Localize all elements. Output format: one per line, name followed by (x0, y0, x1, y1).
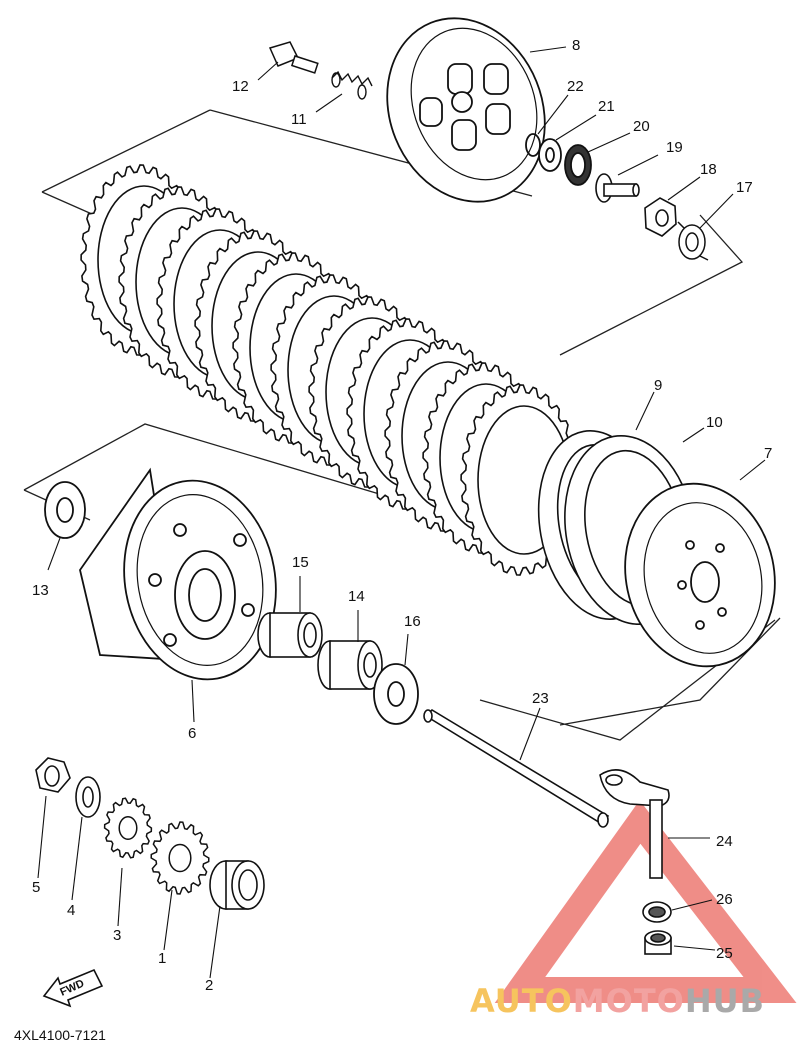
label-part-8: 8 (572, 37, 580, 54)
label-part-2: 2 (205, 977, 213, 994)
drawing-code: 4XL4100-7121 (14, 1027, 106, 1043)
clutch-plate-stack (80, 164, 580, 576)
part-1-gear (150, 821, 210, 895)
part-25-bearing (644, 930, 672, 955)
label-part-1: 1 (158, 950, 166, 967)
label-part-12: 12 (232, 78, 249, 95)
watermark-hub: HUB (685, 982, 765, 1020)
label-part-24: 24 (716, 833, 733, 850)
label-part-19: 19 (666, 139, 683, 156)
label-part-21: 21 (598, 98, 615, 115)
part-4-washer (75, 776, 101, 818)
label-part-5: 5 (32, 879, 40, 896)
label-part-26: 26 (716, 891, 733, 908)
label-part-6: 6 (188, 725, 196, 742)
fwd-arrow-icon: FWD (42, 968, 104, 1008)
part-6-clutch-housing (79, 467, 277, 681)
part-8-pressure-plate (386, 17, 546, 203)
label-part-10: 10 (706, 414, 723, 431)
label-part-18: 18 (700, 161, 717, 178)
part-26-oil-seal (642, 901, 672, 923)
label-part-4: 4 (67, 902, 75, 919)
part-3-gear (103, 797, 153, 859)
part-23-push-rod (423, 708, 610, 828)
part-22-circlip (525, 133, 541, 157)
part-21-washer (538, 138, 562, 172)
part-15-needle-bearing (257, 612, 323, 658)
part-7-clutch-boss (624, 482, 776, 668)
part-20-bearing (564, 144, 592, 186)
label-part-9: 9 (654, 377, 662, 394)
label-part-11: 11 (291, 111, 307, 128)
label-part-23: 23 (532, 690, 549, 707)
watermark-auto: AUTO (470, 982, 573, 1020)
watermark-moto: MOTO (573, 982, 685, 1020)
watermark-text: AUTOMOTOHUB (470, 982, 765, 1020)
part-19-push-rod (595, 173, 640, 203)
part-24-push-lever (599, 769, 670, 879)
leader-lines (37, 46, 766, 979)
part-13-thrust-washer (44, 481, 86, 539)
label-part-17: 17 (736, 179, 753, 196)
label-part-20: 20 (633, 118, 650, 135)
part-17-lock-washer (677, 221, 709, 261)
label-part-13: 13 (32, 582, 49, 599)
label-part-22: 22 (567, 78, 584, 95)
part-12-bolt (268, 41, 319, 74)
part-11-spring (331, 70, 373, 100)
label-part-25: 25 (716, 945, 733, 962)
part-14-spacer (317, 640, 383, 690)
part-number-labels: 1 2 3 4 5 6 7 8 9 10 11 12 13 14 15 16 1… (32, 37, 772, 994)
part-2-collar (209, 860, 265, 910)
part-18-nut (644, 197, 677, 237)
label-part-14: 14 (348, 588, 365, 605)
label-part-7: 7 (764, 445, 772, 462)
part-16-washer (373, 663, 419, 725)
label-part-16: 16 (404, 613, 421, 630)
part-5-nut (35, 757, 71, 793)
label-part-15: 15 (292, 554, 309, 571)
label-part-3: 3 (113, 927, 121, 944)
